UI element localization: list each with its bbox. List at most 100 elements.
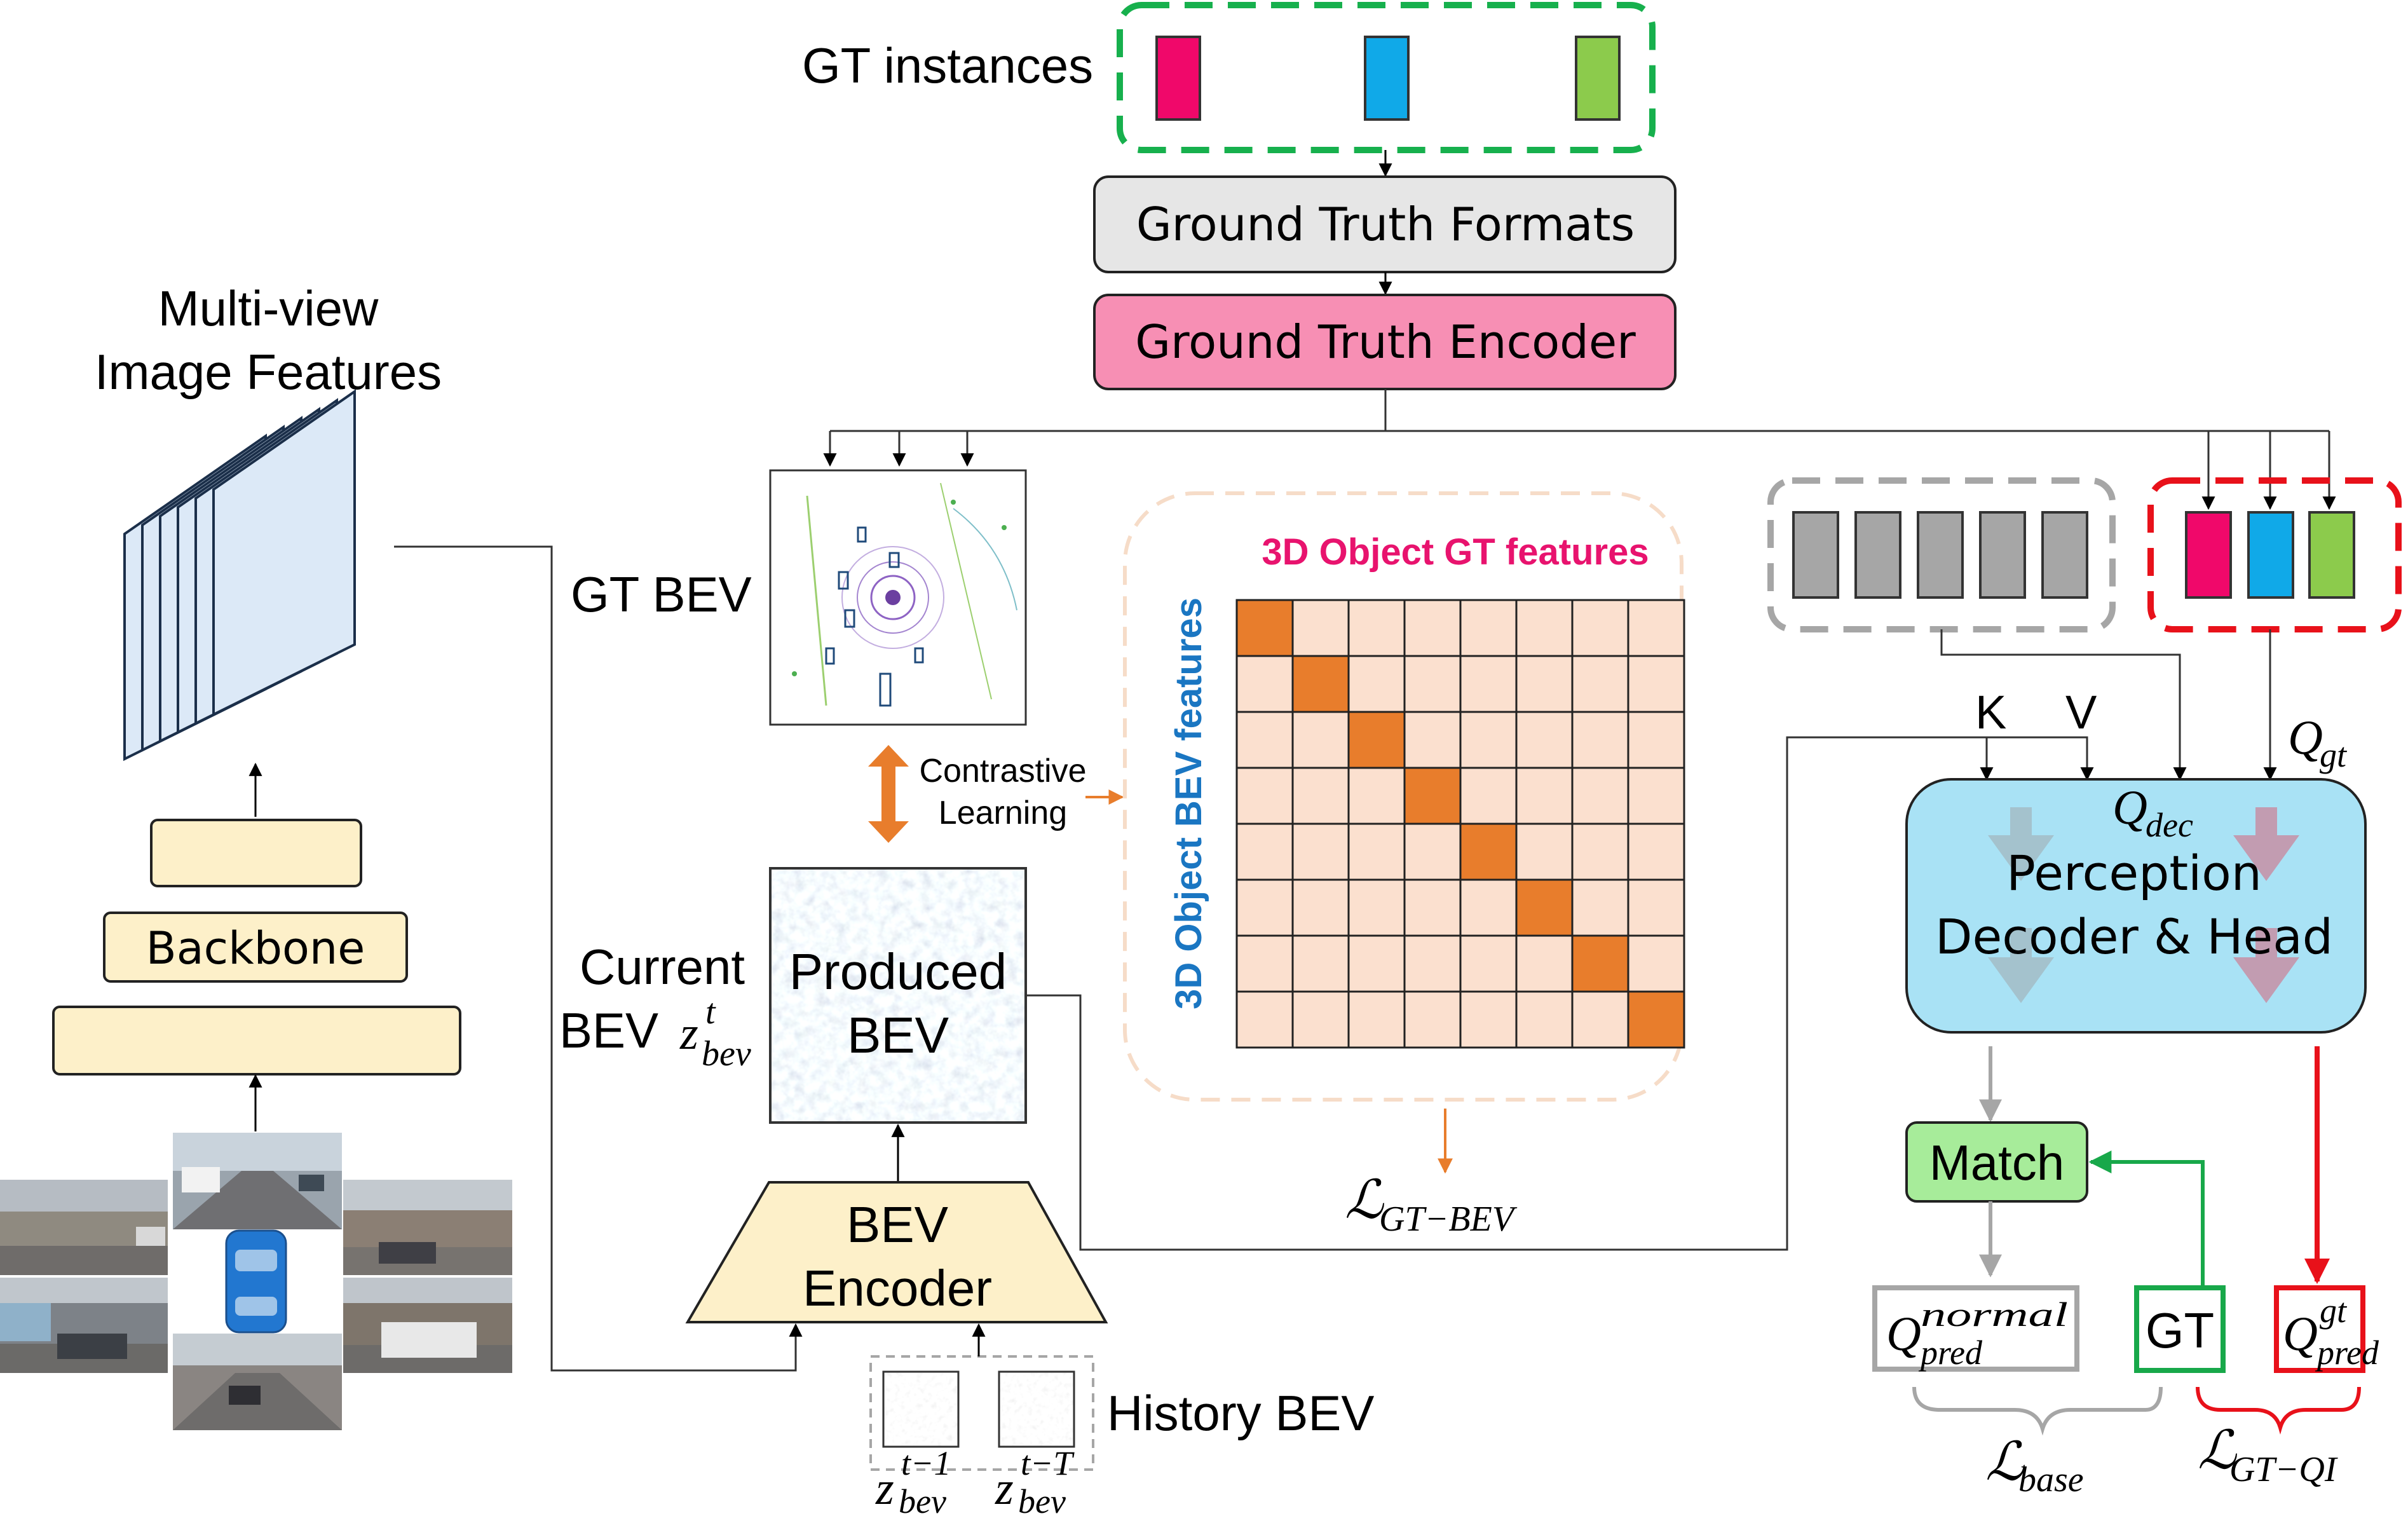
matrix-cell bbox=[1515, 599, 1574, 657]
normal-query bbox=[1792, 511, 1839, 599]
q-gt-sub: gt bbox=[2320, 736, 2348, 774]
ego-car-icon bbox=[225, 1229, 287, 1334]
matrix-cell bbox=[1571, 599, 1629, 657]
gt-instances-group: GT instances bbox=[802, 2, 1656, 153]
matrix-cell bbox=[1403, 990, 1462, 1049]
brace-gt-qi bbox=[2196, 1386, 2361, 1435]
q-normal-sub: pred bbox=[1918, 1334, 1983, 1372]
matrix-cell bbox=[1627, 599, 1685, 657]
matrix-cell bbox=[1347, 934, 1406, 993]
q-normal-sup: normal bbox=[1921, 1295, 2068, 1334]
matrix-cell bbox=[1459, 990, 1518, 1049]
history-bev-frame-1 bbox=[882, 1370, 960, 1448]
matrix-cell bbox=[1571, 823, 1629, 881]
gt-output-label: GT bbox=[2146, 1302, 2214, 1358]
matrix-cell bbox=[1459, 878, 1518, 937]
bev-encoder-box bbox=[685, 1181, 1108, 1323]
history-z2-symbol: z bbox=[995, 1463, 1014, 1515]
multiview-title-line2: Image Features bbox=[95, 344, 442, 400]
matrix-cell bbox=[1459, 711, 1518, 769]
matrix-cell bbox=[1459, 934, 1518, 993]
matrix-cell bbox=[1627, 878, 1685, 937]
history-z2-sup: t−T bbox=[1021, 1444, 1075, 1482]
loss-gt-qi-sub: GT−QI bbox=[2229, 1450, 2338, 1489]
matrix-cell bbox=[1571, 990, 1629, 1049]
matrix-cell bbox=[1627, 711, 1685, 769]
matrix-cell bbox=[1347, 990, 1406, 1049]
matrix-side-label: 3D Object BEV features bbox=[1168, 598, 1209, 1009]
decoder-label-line2: Decoder & Head bbox=[1935, 908, 2333, 965]
matrix-cell bbox=[1403, 823, 1462, 881]
matrix-cell bbox=[1347, 767, 1406, 825]
matrix-cell bbox=[1235, 655, 1294, 713]
loss-base-sub: base bbox=[2018, 1460, 2084, 1499]
loss-gt-bev-sub: GT−BEV bbox=[1379, 1199, 1518, 1239]
history-z1-sup: t−1 bbox=[901, 1444, 951, 1482]
matrix-diagonal-cell bbox=[1291, 655, 1350, 713]
gt-queries-dashed-box bbox=[2147, 477, 2402, 632]
history-bev-label: History BEV bbox=[1107, 1385, 1374, 1441]
normal-query bbox=[1854, 511, 1901, 599]
camera-image-front bbox=[173, 1133, 342, 1229]
arrow-gt-to-match bbox=[2088, 1151, 2205, 1287]
history-z2-sub: bev bbox=[1018, 1482, 1066, 1516]
gt-instance-blue bbox=[1364, 36, 1410, 121]
history-bev-frame-2-border bbox=[998, 1370, 1075, 1448]
matrix-cell bbox=[1291, 711, 1350, 769]
decoder-label-line1: Perception bbox=[2006, 845, 2262, 901]
gt-output-box bbox=[2134, 1285, 2226, 1373]
normal-queries bbox=[1792, 511, 2088, 599]
gt-formats-label: Ground Truth Formats bbox=[1136, 198, 1635, 251]
history-bev-frame-2 bbox=[998, 1370, 1075, 1448]
gt-bev-image bbox=[769, 469, 1027, 726]
matrix-diagonal-cell bbox=[1403, 767, 1462, 825]
matrix-cell bbox=[1347, 655, 1406, 713]
feature-block-bottom bbox=[52, 1006, 461, 1076]
gt-instance-pink bbox=[1155, 36, 1201, 121]
current-bev-superscript: t bbox=[705, 992, 716, 1032]
matrix-cell bbox=[1515, 934, 1574, 993]
matrix-cell bbox=[1291, 767, 1350, 825]
gt-query-pink bbox=[2185, 511, 2232, 599]
matrix-cell bbox=[1515, 990, 1574, 1049]
history-bev-dashed-box bbox=[869, 1355, 1094, 1471]
normal-query bbox=[2041, 511, 2088, 599]
bev-encoder-line2: Encoder bbox=[803, 1260, 992, 1316]
matrix-cell bbox=[1627, 934, 1685, 993]
matrix-cell bbox=[1291, 823, 1350, 881]
matrix-cell bbox=[1459, 655, 1518, 713]
current-bev-line2: BEV bbox=[559, 1002, 658, 1058]
matrix-cell bbox=[1627, 655, 1685, 713]
decoder-gray-flow-arrow bbox=[1988, 807, 2054, 1003]
q-dec-sub: dec bbox=[2146, 806, 2193, 844]
v-label: V bbox=[2065, 686, 2097, 739]
current-bev-subscript: bev bbox=[702, 1034, 751, 1074]
normal-query bbox=[1979, 511, 2026, 599]
matrix-cell bbox=[1571, 878, 1629, 937]
matrix-dashed-box bbox=[1123, 491, 1684, 1102]
q-gt-pred-sup: gt bbox=[2320, 1292, 2348, 1330]
camera-image-back-right bbox=[343, 1278, 512, 1373]
camera-image-front-right bbox=[343, 1180, 512, 1275]
matrix-diagonal-cell bbox=[1347, 711, 1406, 769]
matrix-cell bbox=[1291, 934, 1350, 993]
gt-encoder-label: Ground Truth Encoder bbox=[1135, 315, 1636, 369]
matrix-cell bbox=[1515, 711, 1574, 769]
produced-bev-box bbox=[769, 867, 1027, 1124]
matrix-cell bbox=[1627, 823, 1685, 881]
match-label: Match bbox=[1929, 1135, 2064, 1191]
matrix-diagonal-cell bbox=[1515, 878, 1574, 937]
gt-bev-label: GT BEV bbox=[571, 566, 752, 622]
matrix-cell bbox=[1403, 878, 1462, 937]
q-gt-pred-symbol: Q bbox=[2283, 1308, 2318, 1361]
matrix-cell bbox=[1291, 599, 1350, 657]
matrix-cell bbox=[1235, 711, 1294, 769]
contrastive-double-arrow bbox=[868, 745, 909, 843]
matrix-cell bbox=[1347, 599, 1406, 657]
feature-plane bbox=[212, 389, 356, 717]
matrix-cell bbox=[1235, 767, 1294, 825]
encoder-distribution-lines bbox=[823, 389, 2336, 510]
matrix-cell bbox=[1515, 655, 1574, 713]
matrix-cell bbox=[1235, 878, 1294, 937]
matrix-cell bbox=[1347, 823, 1406, 881]
